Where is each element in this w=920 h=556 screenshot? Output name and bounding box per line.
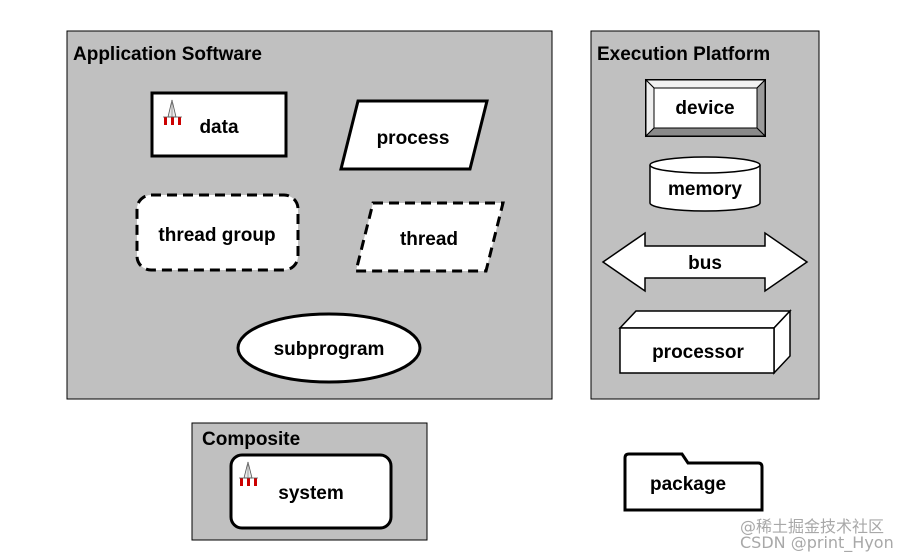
execution-platform-title: Execution Platform	[597, 44, 770, 65]
thread-group-component: thread group	[135, 193, 300, 272]
device-label: device	[675, 98, 734, 119]
system-component: system	[229, 453, 393, 530]
bus-label: bus	[688, 253, 722, 274]
processor-label: processor	[652, 342, 744, 363]
process-component: process	[339, 99, 489, 171]
watermark-line-1: @稀土掘金技术社区	[740, 517, 884, 536]
memory-component: memory	[649, 156, 761, 212]
thread-label: thread	[400, 229, 458, 250]
package-label: package	[650, 474, 726, 495]
process-label: process	[377, 128, 450, 149]
watermark-line-2: CSDN @print_Hyon	[740, 533, 894, 553]
composite-title: Composite	[202, 429, 300, 450]
aadl-rocket-icon	[163, 99, 182, 125]
bus-component: bus	[601, 231, 809, 293]
thread-group-label: thread group	[158, 225, 275, 246]
memory-label: memory	[668, 179, 742, 200]
aadl-rocket-icon	[239, 461, 258, 486]
device-component: device	[644, 78, 767, 138]
data-component: data	[150, 91, 288, 158]
subprogram-label: subprogram	[274, 339, 385, 360]
data-label: data	[199, 117, 239, 138]
thread-component: thread	[354, 201, 505, 273]
subprogram-component: subprogram	[236, 312, 422, 384]
processor-component: processor	[618, 309, 792, 375]
package-component: package	[623, 452, 764, 512]
application-software-title: Application Software	[73, 44, 262, 65]
system-label: system	[278, 483, 344, 504]
